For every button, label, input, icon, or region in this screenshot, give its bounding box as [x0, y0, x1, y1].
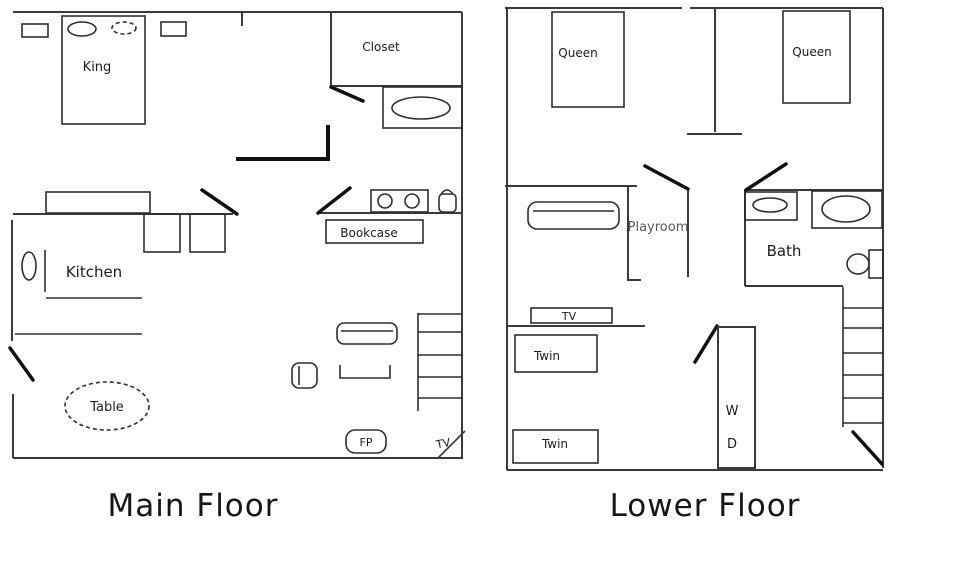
stairs-treads [418, 313, 463, 399]
kitchen-label: Kitchen [66, 263, 122, 281]
queen-bed-right [782, 10, 851, 104]
dining-table [64, 381, 150, 431]
washer-dryer-closet [717, 326, 756, 469]
lower-tv-label: TV [561, 310, 577, 323]
bath-toilet-tank [868, 249, 884, 279]
lower-stairs-treads [843, 307, 883, 424]
playroom-wall-left [627, 187, 641, 281]
lower-stairs [842, 287, 883, 427]
lower-tv-box [530, 307, 613, 324]
sink-left [377, 193, 393, 209]
twin-top-label: Twin [533, 349, 560, 363]
main-tv-label: TV [434, 436, 452, 452]
bathtub [391, 96, 451, 120]
toilet-bowl [438, 193, 457, 213]
main-floor-caption: Main Floor [108, 488, 279, 524]
entry-door [8, 346, 35, 382]
kitchen-appliance-1 [143, 213, 181, 253]
fireplace-label: FP [360, 436, 373, 449]
twin-bed-top [514, 334, 598, 373]
playroom-label: Playroom [628, 220, 689, 235]
king-bed-label: King [83, 60, 112, 75]
twin-bed-bottom [512, 429, 599, 464]
armchair [291, 362, 318, 389]
toilet-tank [440, 189, 454, 195]
coffee-table [339, 365, 391, 379]
queen-room-door [643, 164, 690, 191]
queen-left-label: Queen [558, 46, 597, 60]
kitchen-door [200, 188, 239, 216]
queen-bed-left [551, 11, 625, 108]
hall-door [316, 186, 352, 215]
main-floor-plan: King Closet Bookcase Kitchen Table FP TV… [8, 11, 466, 524]
lower-floor-caption: Lower Floor [610, 488, 801, 524]
kitchen-counter-top [45, 191, 151, 214]
pillow-right [111, 21, 137, 35]
twin-bottom-label: Twin [541, 437, 568, 451]
vanity [370, 189, 429, 213]
washer-label: W [726, 404, 739, 419]
bathtub-box [382, 86, 463, 129]
corner-tv-line [437, 430, 466, 459]
bath-door [744, 162, 788, 192]
dryer-label: D [727, 437, 737, 452]
bath-tub [821, 195, 871, 223]
stairs-bottom-door [851, 430, 884, 466]
main-stairs [417, 313, 463, 411]
bath-sink-box [744, 191, 798, 221]
sofa [336, 322, 398, 345]
nightstand-left [21, 23, 49, 38]
bookcase-label: Bookcase [340, 226, 397, 240]
bath-label: Bath [767, 242, 802, 260]
queen-right-label: Queen [792, 45, 831, 59]
bookcase-box [325, 219, 424, 244]
pillow-left [67, 21, 97, 37]
kitchen-sink [21, 251, 37, 281]
fireplace-box [345, 429, 387, 454]
bath-sink [752, 197, 788, 213]
bath-toilet-bowl [846, 253, 870, 275]
kitchen-appliance-2 [189, 213, 226, 253]
laundry-door [693, 324, 719, 364]
table-label: Table [89, 400, 124, 415]
closet-label: Closet [362, 40, 400, 54]
nightstand-right [160, 21, 187, 37]
lower-floor-plan: Queen Queen Playroom Bath TV Twin Twin W… [505, 7, 884, 524]
closet-door [329, 85, 365, 103]
bath-tub-box [811, 190, 883, 229]
playroom-couch [527, 201, 620, 230]
sink-right [404, 193, 420, 209]
king-bed [61, 15, 146, 125]
